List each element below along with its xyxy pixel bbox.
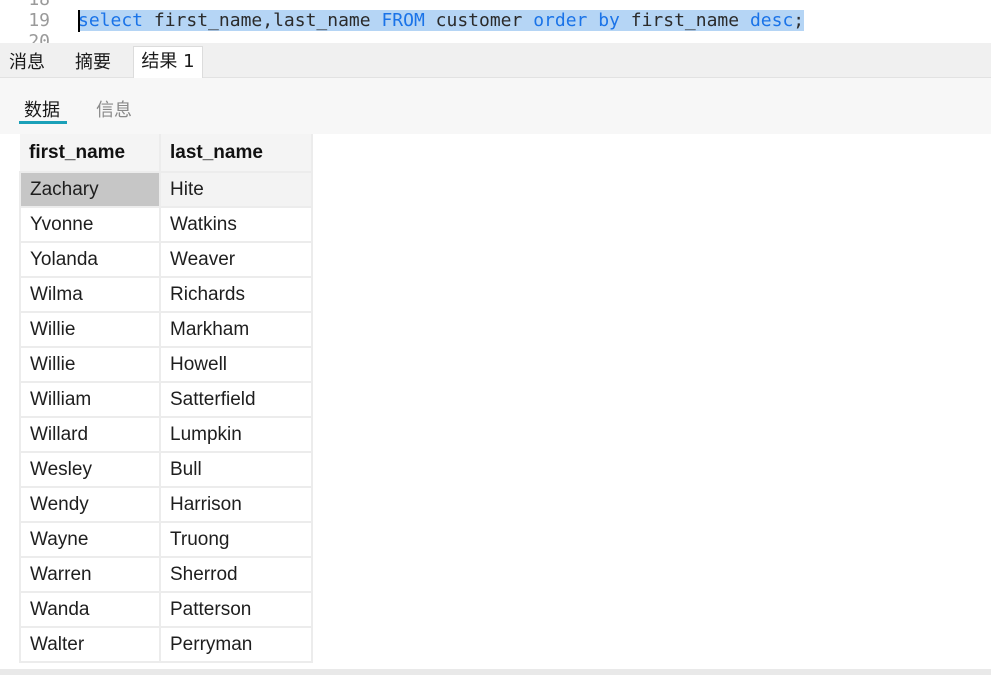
grid-cell-last-name[interactable]: Sherrod [160, 557, 313, 593]
grid-cell-last-name[interactable]: Satterfield [160, 382, 313, 418]
grid-cell-first-name[interactable]: Zachary [19, 172, 161, 208]
grid-cell-last-name[interactable]: Harrison [160, 487, 313, 523]
table-row: Wesley Bull [19, 452, 313, 488]
grid-cell-last-name[interactable]: Howell [160, 347, 313, 383]
grid-cell-last-name[interactable]: Perryman [160, 627, 313, 663]
tab-result-1[interactable]: 结果 1 [133, 46, 203, 79]
grid-cell-last-name[interactable]: Lumpkin [160, 417, 313, 453]
table-row: Yolanda Weaver [19, 242, 313, 278]
grid-cell-last-name[interactable]: Weaver [160, 242, 313, 278]
grid-cell-first-name[interactable]: Wayne [19, 522, 161, 558]
grid-cell-first-name[interactable]: Wanda [19, 592, 161, 628]
tab-messages[interactable]: 消息 [9, 52, 45, 73]
grid-cell-last-name[interactable]: Watkins [160, 207, 313, 243]
table-row: Wanda Patterson [19, 592, 313, 628]
table-row: William Satterfield [19, 382, 313, 418]
table-row: Wilma Richards [19, 277, 313, 313]
table-row: Zachary Hite [19, 172, 313, 208]
grid-cell-first-name[interactable]: Willard [19, 417, 161, 453]
sql-keyword: desc [749, 10, 794, 31]
active-subtab-indicator [19, 121, 67, 124]
sql-text: ; [793, 10, 805, 31]
grid-cell-first-name[interactable]: Wesley [19, 452, 161, 488]
grid-cell-first-name[interactable]: Yolanda [19, 242, 161, 278]
sql-query-line[interactable]: select first_name,last_name FROM custome… [78, 10, 805, 32]
subtab-data[interactable]: 数据 [24, 100, 60, 121]
table-row: Willard Lumpkin [19, 417, 313, 453]
result-tab-bar: 消息 摘要 结果 1 [0, 43, 991, 79]
grid-cell-last-name[interactable]: Markham [160, 312, 313, 348]
grid-cell-last-name[interactable]: Bull [160, 452, 313, 488]
column-header-first-name[interactable]: first_name [20, 134, 161, 173]
result-subtab-bar: 数据 信息 [0, 78, 991, 134]
sql-keyword: FROM [381, 10, 425, 31]
table-row: Willie Howell [19, 347, 313, 383]
table-row: Wayne Truong [19, 522, 313, 558]
grid-header-row: first_name last_name [20, 134, 313, 173]
line-number: 20 [28, 31, 50, 44]
grid-cell-first-name[interactable]: William [19, 382, 161, 418]
table-row: Walter Perryman [19, 627, 313, 663]
grid-cell-first-name[interactable]: Yvonne [19, 207, 161, 243]
table-row: Wendy Harrison [19, 487, 313, 523]
table-row: Yvonne Watkins [19, 207, 313, 243]
grid-cell-last-name[interactable]: Truong [160, 522, 313, 558]
grid-cell-last-name[interactable]: Richards [160, 277, 313, 313]
text-caret [78, 10, 80, 32]
line-number: 18 [0, 0, 50, 10]
sql-keyword: order by [533, 10, 620, 31]
grid-cell-first-name[interactable]: Wilma [19, 277, 161, 313]
sql-text: first_name,last_name [143, 10, 382, 31]
grid-cell-first-name[interactable]: Willie [19, 312, 161, 348]
grid-cell-first-name[interactable]: Willie [19, 347, 161, 383]
grid-cell-first-name[interactable]: Walter [19, 627, 161, 663]
tab-summary[interactable]: 摘要 [75, 52, 111, 73]
table-row: Willie Markham [19, 312, 313, 348]
table-row: Warren Sherrod [19, 557, 313, 593]
grid-cell-first-name[interactable]: Wendy [19, 487, 161, 523]
result-grid: first_name last_name Zachary Hite Yvonne… [19, 134, 313, 663]
sql-editor[interactable]: 18 19 20 select first_name,last_name FRO… [0, 0, 991, 43]
subtab-info[interactable]: 信息 [96, 100, 132, 121]
grid-cell-last-name[interactable]: Hite [160, 172, 313, 208]
sql-text: customer [424, 10, 534, 31]
sql-keyword: select [78, 10, 144, 31]
grid-cell-last-name[interactable]: Patterson [160, 592, 313, 628]
column-header-last-name[interactable]: last_name [160, 134, 313, 173]
line-number: 19 [28, 10, 50, 31]
grid-cell-first-name[interactable]: Warren [19, 557, 161, 593]
sql-text: first_name [619, 10, 750, 31]
horizontal-scrollbar[interactable] [0, 669, 991, 675]
result-grid-area: first_name last_name Zachary Hite Yvonne… [0, 134, 991, 670]
